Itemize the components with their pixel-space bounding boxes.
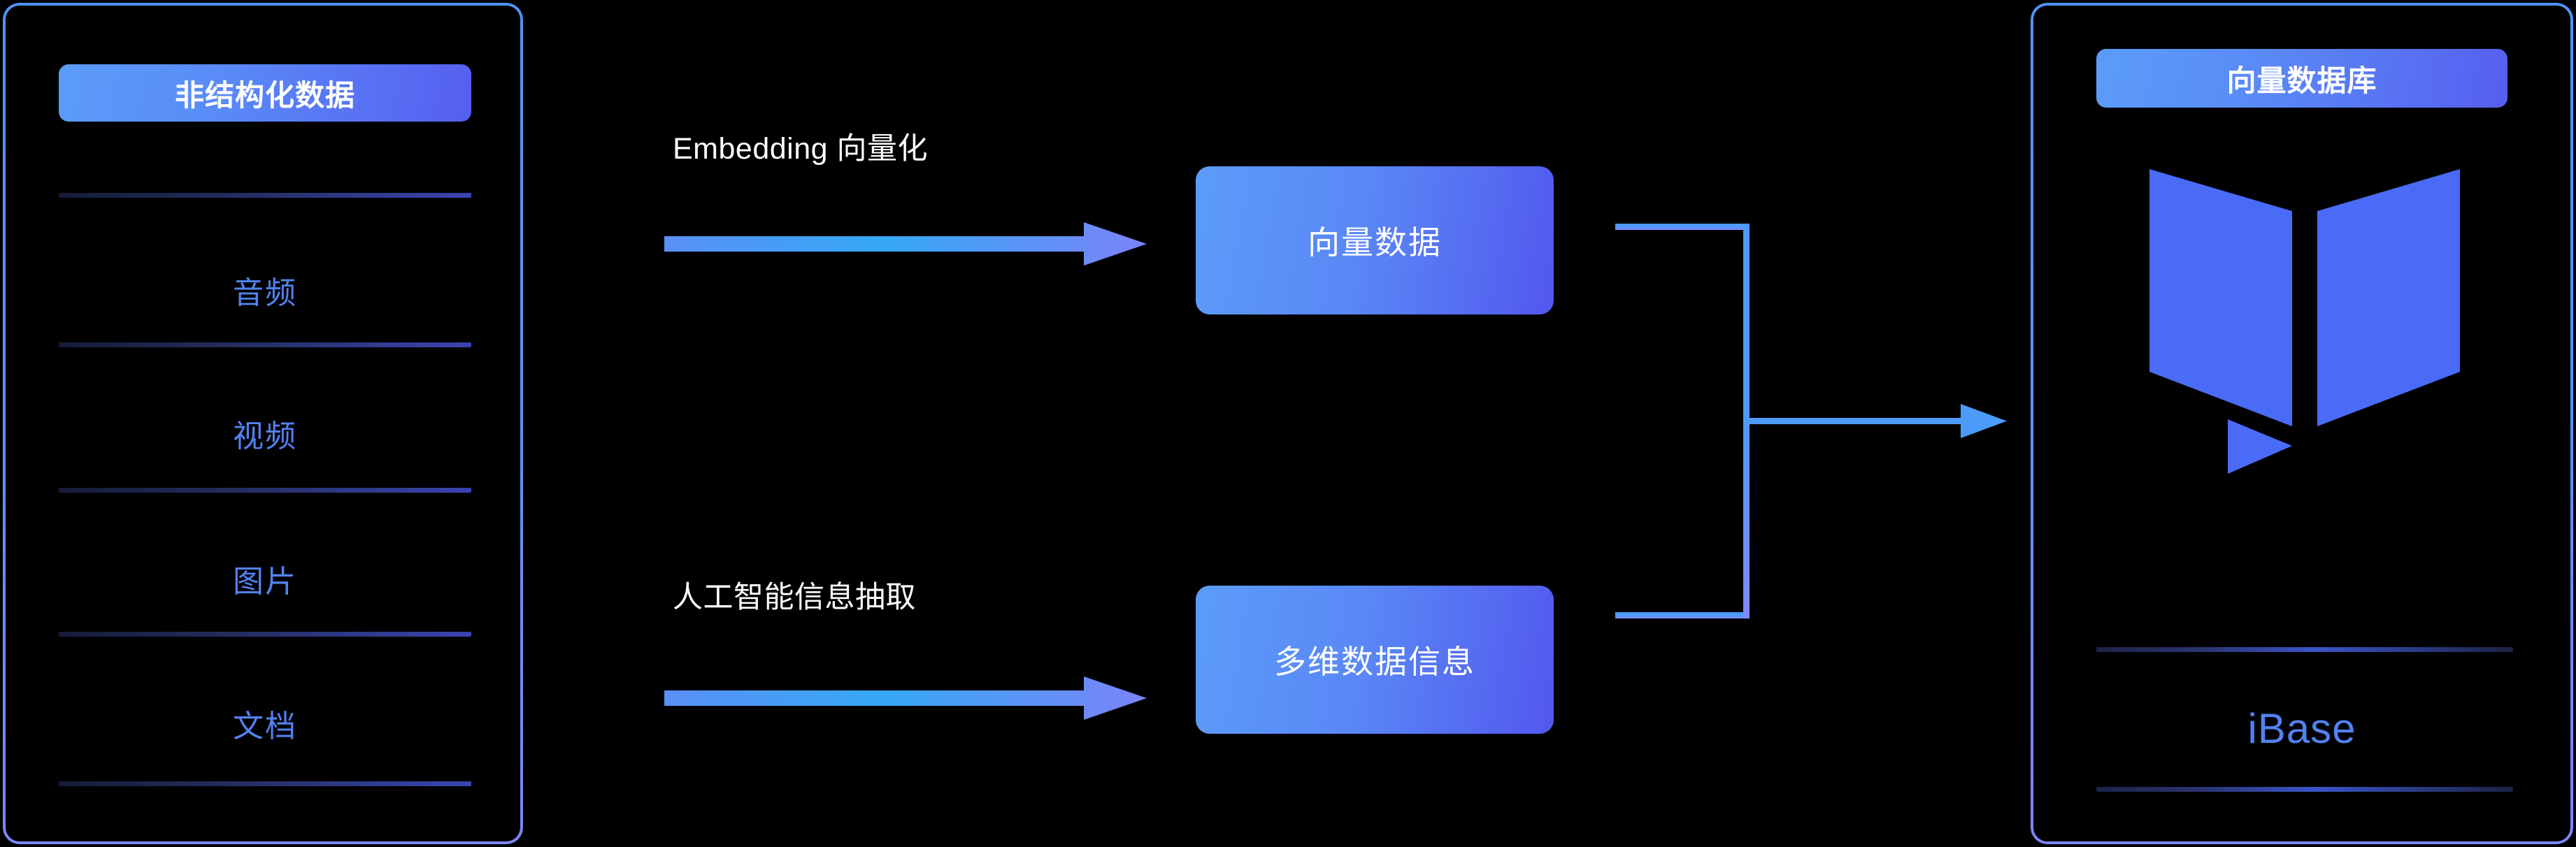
unstructured-data-panel: 非结构化数据 音频 视频 图片 文档 — [3, 3, 523, 844]
product-name-label: iBase — [2247, 705, 2356, 752]
list-item-audio[interactable]: 音频 — [233, 276, 297, 310]
bracket-merge-arrow-icon — [1615, 224, 2007, 618]
list-item-video[interactable]: 视频 — [233, 419, 297, 454]
flow-label-embedding: Embedding 向量化 — [673, 132, 928, 166]
list-divider-bottom — [59, 781, 471, 786]
right-arrow-icon — [664, 676, 1147, 720]
list-item-image[interactable]: 图片 — [233, 565, 297, 599]
list-item-document[interactable]: 文档 — [233, 709, 297, 744]
ibase-divider-top — [2096, 647, 2513, 652]
open-book-logo-icon — [2149, 169, 2460, 474]
list-divider-top — [59, 193, 471, 198]
flow-label-ai-extraction: 人工智能信息抽取 — [673, 581, 916, 614]
list-divider-2 — [59, 488, 471, 493]
multidimensional-data-box[interactable]: 多维数据信息 — [1196, 586, 1554, 734]
unstructured-data-header-pill: 非结构化数据 — [59, 64, 471, 122]
right-arrow-icon — [664, 222, 1147, 266]
vector-database-header-pill: 向量数据库 — [2096, 49, 2507, 108]
vector-data-box[interactable]: 向量数据 — [1196, 166, 1554, 314]
list-divider-3 — [59, 632, 471, 637]
ibase-divider-bottom — [2096, 787, 2513, 792]
vector-database-panel: 向量数据库 iBase — [2031, 3, 2573, 844]
list-divider-1 — [59, 342, 471, 347]
